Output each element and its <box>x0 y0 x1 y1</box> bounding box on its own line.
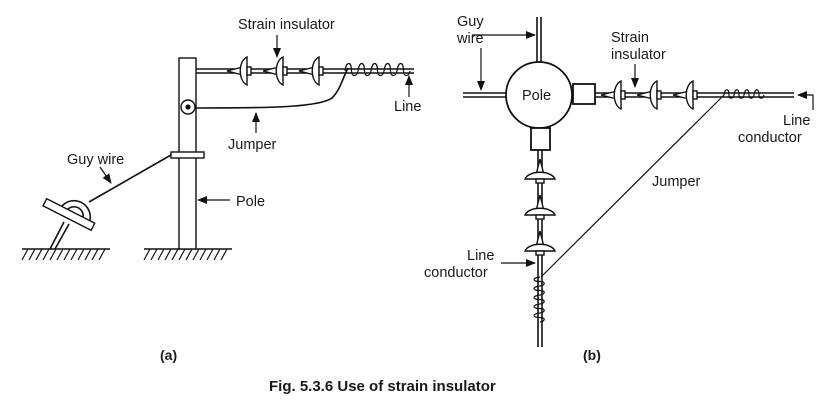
guy-anchor <box>42 197 96 250</box>
hatch-mark <box>178 248 186 261</box>
label-guy-wire-b-2: wire <box>456 31 484 47</box>
label-strain-b-1: Strain <box>611 30 649 46</box>
ground-pole-hatch <box>143 248 232 261</box>
hatch-mark <box>35 248 43 261</box>
sublabel-b: (b) <box>583 347 601 363</box>
jumper-coil-b-vertical <box>533 276 545 323</box>
hatch-mark <box>63 248 71 261</box>
crossarm-bracket-right <box>572 83 596 105</box>
insulator-disc <box>262 55 288 87</box>
hatch-mark <box>70 248 78 261</box>
arrow-guy-wire-a <box>99 166 112 184</box>
label-jumper-a: Jumper <box>228 137 277 153</box>
insulator-disc <box>523 194 557 220</box>
hatch-mark <box>21 248 29 261</box>
hatch-mark <box>150 248 158 261</box>
arrow-line-conductor-right <box>797 91 814 110</box>
insulator-disc <box>636 79 662 111</box>
jumper-coil-a <box>344 62 411 77</box>
strain-insulator-string-b-vertical <box>523 158 557 256</box>
label-line-conductor-left-2: conductor <box>424 265 488 281</box>
jumper-a <box>195 67 349 109</box>
label-line-a: Line <box>394 99 421 115</box>
panel-b: Pole Guy wire Strain insulator Line cond… <box>424 14 814 363</box>
strain-insulator-string-b-horizontal <box>600 79 698 111</box>
insulator-disc <box>523 230 557 256</box>
sublabel-a: (a) <box>160 347 177 363</box>
jumper-coil-b-horizontal <box>723 89 765 99</box>
label-strain-insulator-a: Strain insulator <box>238 17 335 33</box>
label-line-conductor-left-1: Line <box>467 248 494 264</box>
figure-caption: Fig. 5.3.6 Use of strain insulator <box>269 378 496 395</box>
hatch-mark <box>84 248 92 261</box>
hatch-mark <box>42 248 50 261</box>
hatch-mark <box>157 248 165 261</box>
hatch-mark <box>28 248 36 261</box>
hatch-mark <box>49 248 57 261</box>
guy-wire <box>88 154 172 203</box>
insulator-disc <box>298 55 324 87</box>
label-pole-b: Pole <box>522 88 551 104</box>
hatch-mark <box>77 248 85 261</box>
hatch-mark <box>171 248 179 261</box>
label-line-conductor-right-2: conductor <box>738 130 802 146</box>
hatch-mark <box>98 248 106 261</box>
hatch-mark <box>192 248 200 261</box>
panel-a: Strain insulator Line Jumper Guy wire Po… <box>21 17 421 363</box>
label-guy-wire-b-1: Guy <box>457 14 484 30</box>
hatch-mark <box>199 248 207 261</box>
jumper-b <box>540 94 725 278</box>
hatch-mark <box>185 248 193 261</box>
guy-wire-vertical-b <box>536 17 542 62</box>
hatch-mark <box>206 248 214 261</box>
hatch-mark <box>143 248 151 261</box>
label-guy-wire-a: Guy wire <box>67 152 124 168</box>
hatch-mark <box>213 248 221 261</box>
label-jumper-b: Jumper <box>652 174 701 190</box>
hatch-mark <box>220 248 228 261</box>
hatch-mark <box>91 248 99 261</box>
insulator-disc <box>226 55 252 87</box>
hatch-mark <box>164 248 172 261</box>
label-strain-b-2: insulator <box>611 47 666 63</box>
label-pole-a: Pole <box>236 194 265 210</box>
strain-insulator-string-a <box>226 55 324 87</box>
guy-clamp <box>170 151 205 159</box>
guy-wire-horizontal-b <box>463 92 508 98</box>
crossarm-bracket-bottom <box>530 127 551 151</box>
label-line-conductor-right-1: Line <box>783 113 810 129</box>
ground-anchor-hatch <box>21 248 110 261</box>
hatch-mark <box>56 248 64 261</box>
insulator-disc <box>523 158 557 184</box>
jumper-terminal-dot <box>185 104 191 110</box>
insulator-disc <box>672 79 698 111</box>
insulator-disc <box>600 79 626 111</box>
